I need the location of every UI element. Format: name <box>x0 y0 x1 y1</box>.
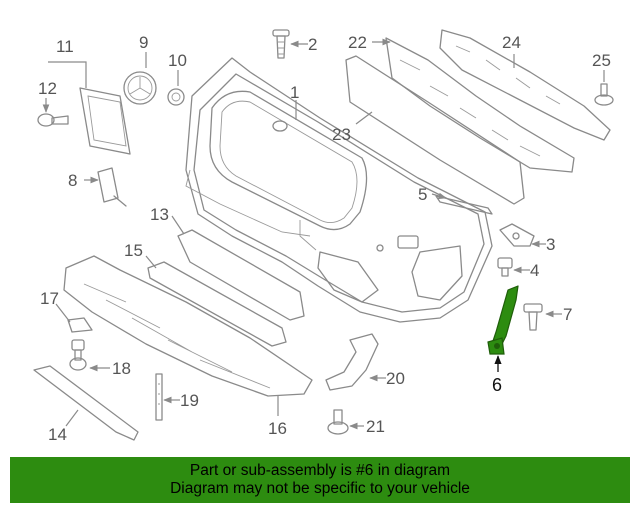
banner-line-2: Diagram may not be specific to your vehi… <box>170 480 470 497</box>
splash-shield-16 <box>63 255 313 397</box>
parts-diagram: 1 2 3 4 5 6 7 8 <box>33 29 614 444</box>
callout-21: 21 <box>366 417 385 436</box>
banner-line-1: Part or sub-assembly is #6 in diagram <box>189 462 451 479</box>
callout-23: 23 <box>332 125 351 144</box>
callout-6: 6 <box>492 375 502 395</box>
emblem-9 <box>123 71 157 105</box>
highlighted-part-6 <box>487 285 519 355</box>
callout-leader-17 <box>55 303 71 323</box>
callout-leader-23 <box>355 111 373 125</box>
callout-19: 19 <box>180 391 199 410</box>
callout-18: 18 <box>112 359 131 378</box>
info-banner: Part or sub-assembly is #6 in diagram Di… <box>10 457 630 503</box>
callout-9: 9 <box>139 33 148 52</box>
callout-leader-11 <box>48 61 87 88</box>
lower-trim-14 <box>33 365 139 441</box>
bracket-3 <box>499 223 535 247</box>
callout-leader-14 <box>65 409 79 427</box>
callout-5: 5 <box>418 185 427 204</box>
callout-1: 1 <box>290 83 299 102</box>
callout-8: 8 <box>68 171 77 190</box>
bolt-25 <box>594 83 614 106</box>
deflector-13 <box>177 229 305 321</box>
energy-absorber-22 <box>385 37 575 173</box>
callout-4: 4 <box>530 261 539 280</box>
screw-2 <box>272 29 290 59</box>
nut-17 <box>67 317 93 333</box>
bolt-7 <box>523 303 543 331</box>
callout-leader-5 <box>431 192 447 200</box>
callout-11: 11 <box>56 37 74 56</box>
push-clip-12 <box>37 113 69 127</box>
callout-20: 20 <box>386 369 405 388</box>
callout-16: 16 <box>268 419 287 438</box>
callout-15: 15 <box>124 241 143 260</box>
callout-leader-15 <box>145 255 157 269</box>
bolt-4 <box>497 257 513 277</box>
callout-14: 14 <box>48 425 67 444</box>
bolt-18 <box>69 339 87 371</box>
callout-leader-13 <box>171 215 185 235</box>
bracket-8 <box>97 167 127 207</box>
callout-17: 17 <box>40 289 59 308</box>
absorber-upper-24 <box>439 29 611 141</box>
side-bracket-20 <box>325 333 379 391</box>
front-bumper-cover <box>185 57 493 323</box>
plate-bracket-11 <box>79 87 131 155</box>
callout-12: 12 <box>38 79 57 98</box>
grommet-10 <box>167 88 185 106</box>
callout-24: 24 <box>502 33 521 52</box>
nut-21 <box>327 409 349 435</box>
impact-bar-23 <box>345 55 525 205</box>
callout-10: 10 <box>168 51 187 70</box>
spoiler-strip-15 <box>147 261 287 347</box>
callout-25: 25 <box>592 51 611 70</box>
callout-7: 7 <box>563 305 572 324</box>
callout-22: 22 <box>348 33 367 52</box>
callout-3: 3 <box>546 235 555 254</box>
callout-2: 2 <box>308 35 317 54</box>
pin-19 <box>155 373 163 421</box>
absorber-strip-5 <box>435 195 493 215</box>
callout-13: 13 <box>150 205 169 224</box>
